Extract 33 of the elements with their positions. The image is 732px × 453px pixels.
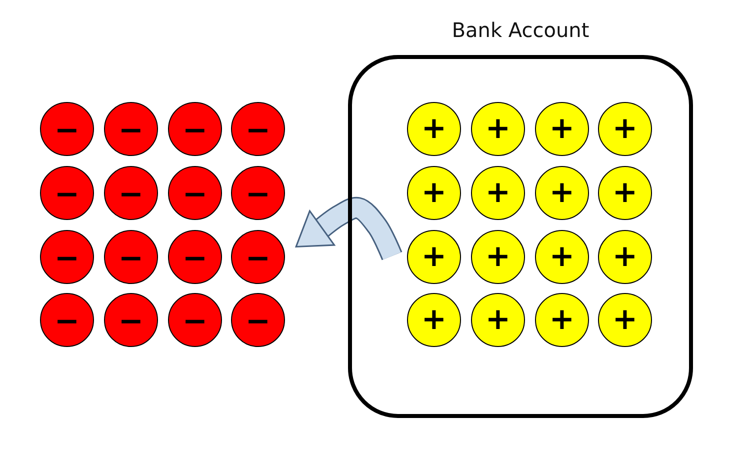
negative-counter: − xyxy=(168,293,222,347)
negative-counter: − xyxy=(40,293,94,347)
negative-counter: − xyxy=(231,293,285,347)
positive-counter: + xyxy=(407,102,461,156)
negative-counter: − xyxy=(40,230,94,284)
positive-counter: + xyxy=(471,230,525,284)
negative-counter: − xyxy=(168,166,222,220)
positive-counter: + xyxy=(598,102,652,156)
negative-counter: − xyxy=(168,102,222,156)
positive-counter: + xyxy=(535,102,589,156)
negative-counter: − xyxy=(40,166,94,220)
negative-counter: − xyxy=(40,102,94,156)
negative-counter: − xyxy=(231,102,285,156)
positive-counter: + xyxy=(407,293,461,347)
positive-counter: + xyxy=(598,230,652,284)
negative-counter: − xyxy=(104,166,158,220)
negative-counter: − xyxy=(104,230,158,284)
negative-counter: − xyxy=(104,293,158,347)
positive-counter: + xyxy=(598,293,652,347)
negative-counter: − xyxy=(231,230,285,284)
positive-counter: + xyxy=(598,166,652,220)
positive-counter: + xyxy=(407,230,461,284)
positive-counter: + xyxy=(471,293,525,347)
positive-counter: + xyxy=(471,102,525,156)
positive-counter: + xyxy=(535,166,589,220)
positive-counter: + xyxy=(471,166,525,220)
positive-counter: + xyxy=(407,166,461,220)
box-title: Bank Account xyxy=(452,18,590,42)
negative-counter: − xyxy=(231,166,285,220)
negative-counter: − xyxy=(168,230,222,284)
positive-counter: + xyxy=(535,230,589,284)
positive-counter: + xyxy=(535,293,589,347)
negative-counter: − xyxy=(104,102,158,156)
